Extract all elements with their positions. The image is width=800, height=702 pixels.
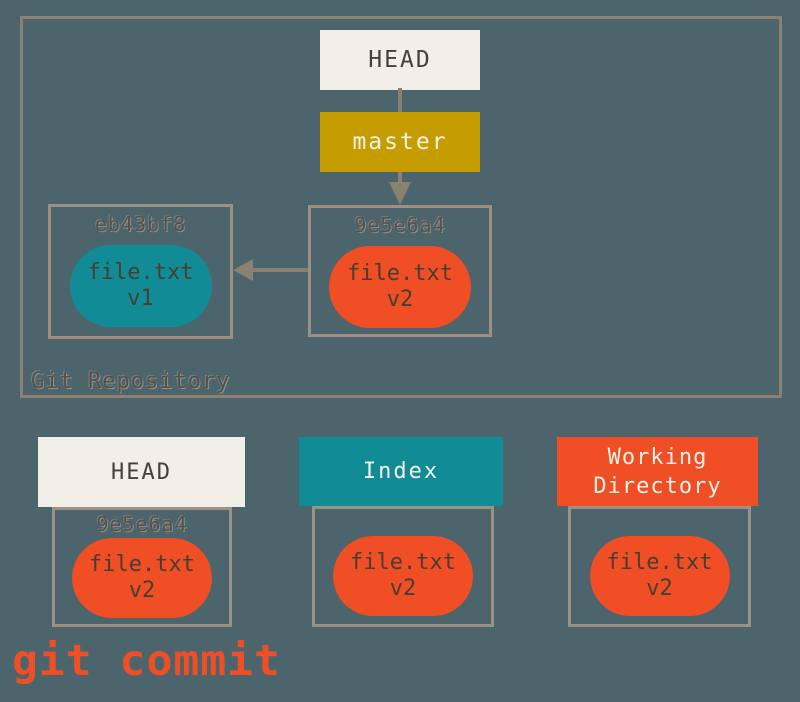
area-head-header: HEAD	[38, 437, 245, 507]
blob-filename: file.txt	[350, 550, 456, 575]
master-to-commit-arrow-line	[398, 172, 402, 186]
arrow-down-icon	[389, 182, 411, 205]
blob-filename: file.txt	[606, 550, 713, 575]
blob-version: v2	[386, 287, 414, 312]
blob-version: v2	[646, 576, 673, 601]
commit-box-eb43bf8: eb43bf8 file.txt v1	[48, 204, 233, 339]
blob-filename: file.txt	[347, 261, 453, 286]
head-to-master-connector	[398, 88, 402, 114]
area-working-directory-header: Working Directory	[557, 437, 758, 506]
blob-version: v2	[128, 578, 156, 603]
blob-version: v2	[389, 576, 417, 601]
commit-hash: 9e5e6a4	[354, 213, 446, 237]
blob-version: v1	[127, 286, 154, 311]
commit-to-parent-arrow-line	[253, 268, 308, 272]
commit-hash: eb43bf8	[94, 212, 187, 236]
commit-hash: 9e5e6a4	[96, 512, 188, 536]
blob-filename: file.txt	[87, 260, 194, 285]
file-blob-v2: file.txt v2	[333, 536, 473, 616]
file-blob-v2: file.txt v2	[329, 246, 471, 328]
arrow-left-icon	[233, 259, 253, 281]
git-repository-box	[20, 16, 782, 398]
head-pointer-box: HEAD	[320, 30, 480, 90]
area-index-content-box: file.txt v2	[312, 506, 494, 627]
file-blob-v2: file.txt v2	[589, 536, 730, 616]
area-index-header: Index	[299, 437, 503, 506]
area-head-content-box: 9e5e6a4 file.txt v2	[52, 507, 232, 627]
area-working-directory-content-box: file.txt v2	[568, 506, 751, 627]
blob-filename: file.txt	[89, 552, 195, 577]
master-branch-box: master	[320, 112, 480, 172]
file-blob-v2: file.txt v2	[72, 538, 212, 618]
git-repository-label: Git Repository	[31, 369, 231, 394]
file-blob-v1: file.txt v1	[69, 245, 212, 327]
commit-box-9e5e6a4: 9e5e6a4 file.txt v2	[308, 205, 492, 337]
git-commit-caption: git commit	[12, 636, 281, 686]
